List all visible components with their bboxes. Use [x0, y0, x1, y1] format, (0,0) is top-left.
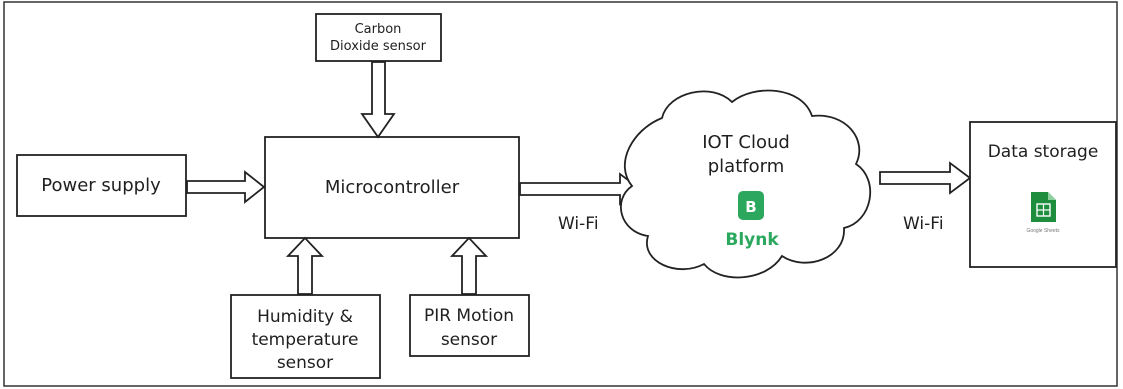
microcontroller-label: Microcontroller [325, 177, 460, 198]
iot-cloud-block: IOT Cloud platform B Blynk [620, 89, 871, 279]
google-sheets-icon [1031, 192, 1056, 222]
blynk-name: Blynk [725, 230, 779, 250]
cloud-label-line2: platform [708, 156, 784, 177]
data-storage-block: Data storage Google Sheets [969, 121, 1117, 268]
humidity-sensor-block: Humidity & temperature sensor [230, 294, 381, 379]
wifi-label-micro-cloud: Wi-Fi [558, 214, 599, 234]
google-sheets-label: Google Sheets [1026, 228, 1060, 234]
cloud-shape [620, 89, 871, 279]
humidity-label-line3: sensor [277, 353, 333, 373]
microcontroller-block: Microcontroller [264, 136, 520, 239]
power-to-micro-arrow [186, 170, 266, 204]
humidity-label-line2: temperature [252, 330, 359, 350]
co2-label-line1: Carbon [355, 22, 402, 37]
blynk-logo-icon [738, 191, 764, 220]
pir-sensor-block: PIR Motion sensor [409, 294, 530, 357]
power-supply-block: Power supply [16, 154, 187, 217]
co2-sensor-block: Carbon Dioxide sensor [315, 13, 442, 62]
cloud-to-storage-arrow [879, 161, 972, 195]
cloud-label-line1: IOT Cloud [702, 132, 790, 153]
pir-label-line2: sensor [441, 330, 497, 350]
blynk-logo-letter: B [745, 198, 756, 216]
wifi-label-cloud-storage: Wi-Fi [903, 214, 944, 234]
humidity-label-line1: Humidity & [257, 307, 353, 327]
data-storage-label: Data storage [988, 142, 1099, 162]
co2-to-micro-arrow [360, 61, 396, 139]
power-supply-label: Power supply [41, 175, 161, 196]
pir-to-micro-arrow [449, 236, 489, 295]
humidity-to-micro-arrow [285, 236, 325, 295]
pir-label-line1: PIR Motion [424, 306, 514, 326]
co2-label-line2: Dioxide sensor [330, 39, 427, 54]
